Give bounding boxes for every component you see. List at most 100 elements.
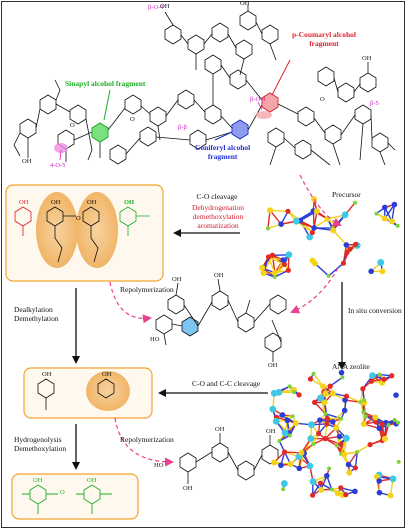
h-atom bbox=[287, 384, 292, 389]
h-atom bbox=[339, 416, 344, 421]
bond bbox=[328, 262, 344, 277]
oh-label-7: OH bbox=[33, 477, 43, 484]
na-atom bbox=[341, 211, 349, 219]
al-atom bbox=[368, 268, 374, 275]
h-atom bbox=[374, 211, 379, 216]
na-atom bbox=[272, 417, 280, 425]
al-atom bbox=[393, 392, 399, 398]
si-atom bbox=[379, 268, 386, 275]
4-o-5-highlight bbox=[54, 143, 68, 153]
oh-label-15: OH bbox=[160, 3, 170, 10]
o-atom bbox=[389, 373, 395, 379]
o-label-4: O bbox=[76, 215, 81, 222]
o-atom bbox=[324, 421, 330, 427]
repolymerization-label-1: Repolymerization bbox=[120, 285, 174, 294]
bond bbox=[267, 210, 271, 229]
o-atom bbox=[381, 376, 387, 382]
si-atom bbox=[329, 390, 336, 397]
box1-molecules bbox=[14, 206, 150, 263]
coniferyl-pointer bbox=[214, 131, 233, 141]
si-atom bbox=[313, 208, 320, 215]
oh-label-6: OH bbox=[102, 371, 112, 378]
o-atom bbox=[343, 492, 349, 498]
si-atom bbox=[334, 490, 341, 497]
repolymerized-oligomer-1 bbox=[155, 278, 287, 362]
o-atom bbox=[317, 480, 324, 486]
h-atom bbox=[265, 226, 270, 231]
ana-zeolite-label: ANA zeolite bbox=[332, 362, 370, 371]
dimer-highlight-1 bbox=[36, 192, 78, 268]
na-atom bbox=[309, 478, 317, 485]
products-box-3 bbox=[11, 473, 139, 520]
beta-5-label: β-5 bbox=[370, 100, 379, 107]
h-atom bbox=[363, 414, 368, 419]
beta-o-4-highlight bbox=[256, 111, 272, 119]
si-atom bbox=[360, 421, 367, 428]
4-o-5-pointer bbox=[59, 149, 62, 161]
al-atom bbox=[278, 462, 284, 469]
oh-label-18: OH bbox=[22, 158, 32, 165]
o-label-2: O bbox=[130, 116, 135, 123]
box3-molecules bbox=[22, 484, 112, 514]
si-atom bbox=[341, 451, 348, 458]
co-cc-cleavage-label: C-O and C-C cleavage bbox=[192, 379, 261, 388]
si-atom bbox=[271, 459, 278, 466]
o-atom bbox=[309, 492, 316, 498]
si-atom bbox=[322, 390, 329, 397]
h-atom bbox=[392, 418, 397, 423]
h-atom bbox=[290, 414, 295, 419]
beta-o-4-pointer bbox=[257, 101, 263, 111]
o-atom bbox=[360, 386, 366, 392]
na-atom bbox=[307, 435, 315, 442]
h-atom bbox=[361, 397, 366, 402]
al-atom bbox=[278, 221, 284, 227]
dehydrogenation-label: Dehydrogenation demethoxylation aromatiz… bbox=[191, 203, 245, 230]
oh-label-2: OH bbox=[51, 199, 61, 206]
o-atom bbox=[352, 465, 359, 471]
o-atom bbox=[285, 267, 291, 273]
o-atom bbox=[281, 449, 288, 455]
precursor-network bbox=[259, 196, 400, 279]
si-atom bbox=[311, 260, 318, 267]
o-atom bbox=[316, 430, 322, 437]
hydrogenolysis-label: Hydrogenolysis Demethoxylation bbox=[14, 435, 67, 453]
na-atom bbox=[306, 462, 314, 470]
al-atom bbox=[391, 201, 398, 208]
h-atom bbox=[334, 443, 339, 448]
na-atom bbox=[292, 217, 300, 225]
si-atom bbox=[381, 435, 388, 442]
oh-label-8: OH bbox=[87, 477, 97, 484]
al-atom bbox=[336, 433, 343, 440]
bond bbox=[332, 229, 347, 246]
o-atom bbox=[307, 376, 314, 382]
oh-label-13: OH bbox=[215, 426, 225, 433]
na-atom bbox=[280, 480, 288, 487]
o-atom bbox=[353, 241, 359, 248]
h-atom bbox=[361, 410, 366, 415]
si-atom bbox=[330, 227, 337, 234]
h-atom bbox=[329, 487, 334, 492]
al-atom bbox=[338, 369, 345, 376]
si-atom bbox=[321, 399, 328, 406]
na-atom bbox=[308, 421, 315, 429]
sinapyl-highlight bbox=[91, 122, 109, 143]
o-atom bbox=[368, 378, 374, 384]
al-atom bbox=[343, 242, 350, 248]
dashed-arrows bbox=[109, 174, 342, 467]
ana-zeolite-network bbox=[269, 369, 401, 499]
h-atom bbox=[311, 371, 316, 376]
al-atom bbox=[329, 419, 336, 425]
na-atom bbox=[343, 434, 350, 442]
oh-label-3: OH bbox=[87, 199, 97, 206]
na-atom bbox=[377, 259, 385, 266]
arrow-repolymerization-1 bbox=[109, 281, 152, 324]
coniferyl-highlight bbox=[231, 119, 249, 140]
na-atom bbox=[389, 475, 397, 483]
o-atom bbox=[324, 415, 331, 422]
sinapyl-pointer bbox=[103, 89, 111, 121]
oh-label-9: OH bbox=[172, 276, 182, 283]
al-atom bbox=[284, 417, 291, 424]
na-atom bbox=[317, 394, 324, 402]
arrow-precursor-to-oligomer bbox=[290, 267, 339, 314]
